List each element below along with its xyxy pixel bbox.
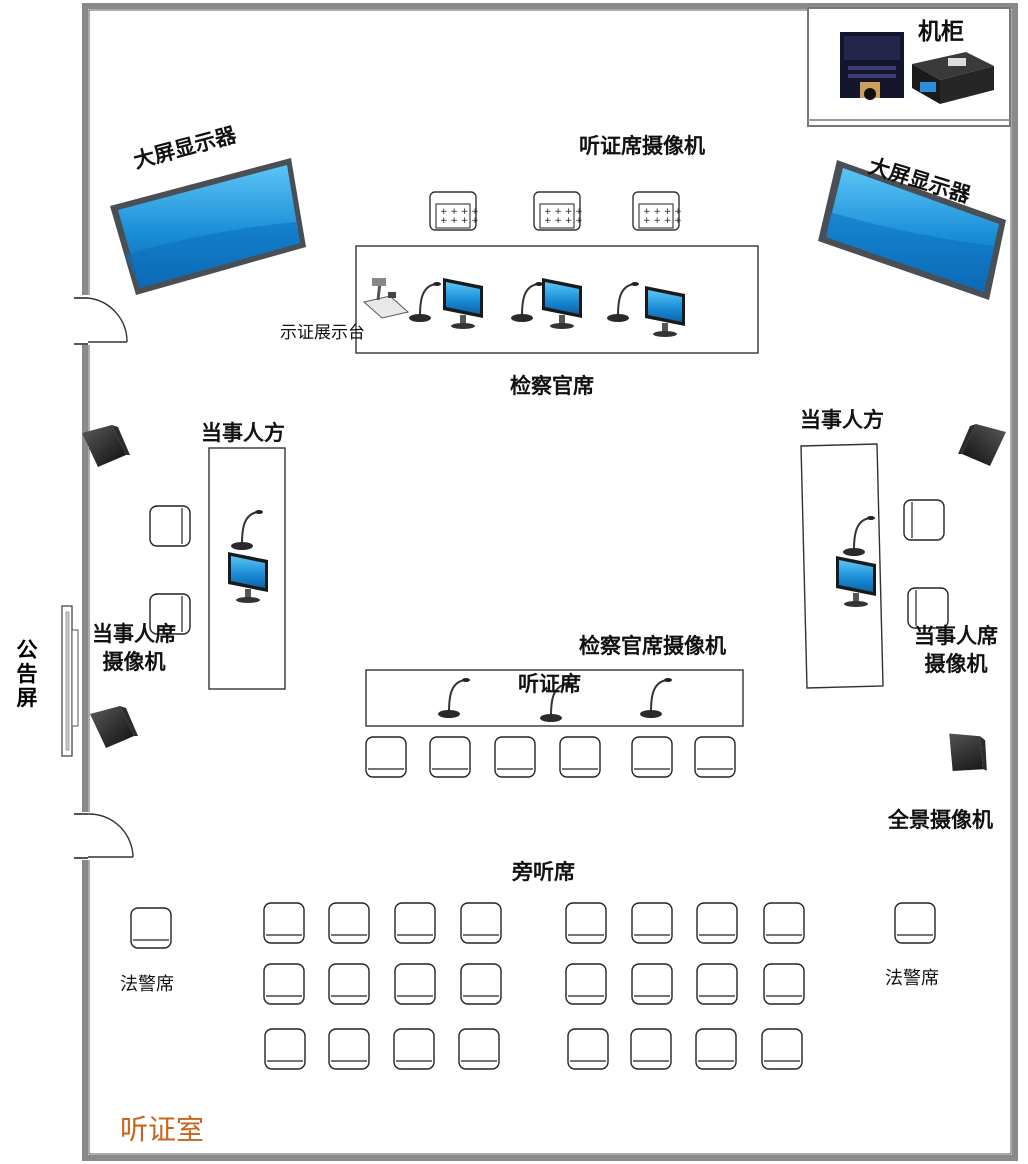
audience-seat-label: 旁听席 [512, 860, 575, 884]
panorama-camera-label: 全景摄像机 [888, 808, 993, 832]
prosecutor-seat-label: 检察官席 [510, 374, 594, 398]
party-side-right-label: 当事人方 [800, 408, 884, 432]
hearing-desk [365, 669, 744, 727]
server-device [840, 32, 904, 100]
cabinet-label: 机柜 [918, 19, 964, 45]
party-chairs-left [149, 505, 191, 635]
hearing-seat-label: 听证席 [518, 672, 581, 696]
police-seat-right-label: 法警席 [885, 968, 939, 989]
party-table-right [800, 443, 884, 689]
evidence-stand-label: 示证展示台 [280, 323, 365, 343]
speaker-right-upper [958, 424, 1006, 466]
evidence-stand-device [362, 278, 410, 319]
prosecutor-camera-label: 检察官席摄像机 [579, 634, 726, 658]
party-table-left [208, 447, 286, 690]
door-lower [74, 812, 134, 860]
audience-chairs-left [263, 902, 502, 1070]
hearing-seat-camera-label: 听证席摄像机 [579, 134, 705, 158]
room-name-label: 听证室 [120, 1113, 205, 1146]
hearing-chairs [365, 736, 736, 778]
recorder-device [912, 52, 994, 104]
big-screen-left [110, 158, 306, 295]
party-chairs-right [903, 499, 949, 629]
police-seat-left-label: 法警席 [120, 974, 174, 995]
party-seat-camera-right-label: 当事人席 摄像机 [914, 624, 998, 676]
notice-screen-label: 公告屏 [16, 638, 38, 710]
police-chair-left [130, 907, 172, 949]
notice-screen [61, 605, 79, 757]
hearing-armchairs [429, 191, 683, 231]
speaker-right-lower [937, 726, 998, 782]
party-seat-camera-left-label: 当事人席 摄像机 [92, 622, 176, 674]
door-upper [74, 295, 128, 345]
party-side-left-label: 当事人方 [201, 421, 285, 445]
police-chair-right [894, 902, 936, 944]
room-wall [82, 3, 1018, 1161]
speaker-left-lower [90, 706, 138, 748]
prosecutor-desk [355, 245, 759, 354]
audience-chairs-right [565, 902, 805, 1070]
big-screen-right [818, 160, 1006, 300]
cabinet-area [807, 7, 1011, 127]
